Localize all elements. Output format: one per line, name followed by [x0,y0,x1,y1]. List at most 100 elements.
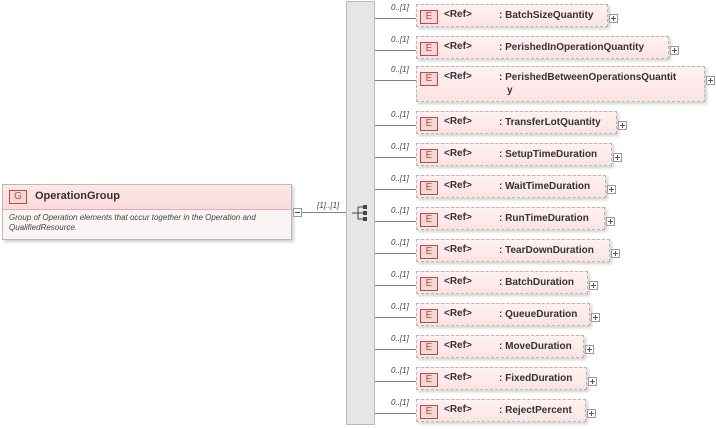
element-ref-label: <Ref> [444,148,472,159]
element-name: : RejectPercent [499,405,572,416]
element-name: : RunTimeDuration [499,213,589,224]
element-cardinality: 0..[1] [391,398,409,407]
element-cardinality: 0..[1] [391,238,409,247]
element-ref-label: <Ref> [444,404,472,415]
element-name: : WaitTimeDuration [499,181,591,192]
element-ref-label: <Ref> [444,9,472,20]
element-cardinality: 0..[1] [391,65,409,74]
element-ref-label: <Ref> [444,340,472,351]
group-badge: G [9,190,27,204]
element-ref-label: <Ref> [444,308,472,319]
element-name: : PerishedBetweenOperationsQuantit y [499,71,676,97]
element-name: : TearDownDuration [499,245,594,256]
element-connector [375,221,416,222]
element-connector [375,18,416,19]
element-box[interactable]: E <Ref> : FixedDuration [416,367,587,390]
group-cardinality: [1]..[1] [317,201,340,210]
element-connector [375,285,416,286]
element-name: : TransferLotQuantity [499,117,601,128]
element-badge: E [420,277,438,291]
element-ref-label: <Ref> [444,276,472,287]
group-documentation: Group of Operation elements that occur t… [9,213,256,232]
expand-icon[interactable] [613,153,622,162]
element-cardinality: 0..[1] [391,366,409,375]
element-ref-label: <Ref> [444,212,472,223]
element-badge: E [420,117,438,131]
group-header: G OperationGroup [3,185,291,210]
expand-icon[interactable] [607,185,616,194]
element-badge: E [420,309,438,323]
element-name: : BatchDuration [499,277,574,288]
element-cardinality: 0..[1] [391,334,409,343]
element-cardinality: 0..[1] [391,206,409,215]
element-badge: E [420,245,438,259]
element-name: : BatchSizeQuantity [499,10,594,21]
element-connector [375,50,416,51]
element-connector [375,125,416,126]
expand-icon[interactable] [670,46,679,55]
element-ref-label: <Ref> [444,71,472,82]
element-box[interactable]: E <Ref> : RejectPercent [416,399,586,422]
element-box[interactable]: E <Ref> : MoveDuration [416,335,584,358]
element-box[interactable]: E <Ref> : BatchSizeQuantity [416,4,608,27]
element-badge: E [420,213,438,227]
element-box[interactable]: E <Ref> : SetupTimeDuration [416,143,612,166]
element-badge: E [420,405,438,419]
expand-icon[interactable] [588,377,597,386]
element-badge: E [420,72,438,86]
element-connector [375,317,416,318]
group-connector [302,212,346,213]
element-box[interactable]: E <Ref> : RunTimeDuration [416,207,605,230]
element-box[interactable]: E <Ref> : TransferLotQuantity [416,111,617,134]
element-name-line: y [507,85,513,96]
element-connector [375,253,416,254]
element-connector [375,157,416,158]
element-cardinality: 0..[1] [391,142,409,151]
element-badge: E [420,341,438,355]
collapse-toggle[interactable] [293,208,302,217]
element-badge: E [420,373,438,387]
element-name: : FixedDuration [499,373,573,384]
element-badge: E [420,10,438,24]
element-name-line: : PerishedBetweenOperationsQuantit [499,72,677,83]
element-name: : MoveDuration [499,341,572,352]
sequence-icon [352,205,367,221]
element-name: : QueueDuration [499,309,578,320]
element-badge: E [420,42,438,56]
expand-icon[interactable] [585,345,594,354]
element-box[interactable]: E <Ref> : TearDownDuration [416,239,610,262]
element-connector [375,189,416,190]
expand-icon[interactable] [611,249,620,258]
element-cardinality: 0..[1] [391,302,409,311]
element-cardinality: 0..[1] [391,35,409,44]
operation-group-box[interactable]: G OperationGroup Group of Operation elem… [2,184,292,240]
element-box[interactable]: E <Ref> : PerishedBetweenOperationsQuantit… [416,66,705,102]
element-ref-label: <Ref> [444,180,472,191]
element-connector [375,381,416,382]
element-box[interactable]: E <Ref> : QueueDuration [416,303,590,326]
element-ref-label: <Ref> [444,244,472,255]
element-badge: E [420,181,438,195]
expand-icon[interactable] [587,409,596,418]
element-name: : PerishedInOperationQuantity [499,42,645,53]
expand-icon[interactable] [589,281,598,290]
expand-icon[interactable] [591,313,600,322]
element-connector [375,413,416,414]
element-cardinality: 0..[1] [391,3,409,12]
element-box[interactable]: E <Ref> : PerishedInOperationQuantity [416,36,669,59]
expand-icon[interactable] [618,121,627,130]
group-title: OperationGroup [35,190,120,202]
expand-icon[interactable] [606,217,615,226]
expand-icon[interactable] [609,14,618,23]
expand-icon[interactable] [706,76,715,85]
element-badge: E [420,149,438,163]
element-ref-label: <Ref> [444,116,472,127]
element-connector [375,80,416,81]
element-box[interactable]: E <Ref> : WaitTimeDuration [416,175,606,198]
element-cardinality: 0..[1] [391,270,409,279]
element-ref-label: <Ref> [444,372,472,383]
element-box[interactable]: E <Ref> : BatchDuration [416,271,588,294]
element-ref-label: <Ref> [444,41,472,52]
element-name: : SetupTimeDuration [499,149,598,160]
element-cardinality: 0..[1] [391,110,409,119]
